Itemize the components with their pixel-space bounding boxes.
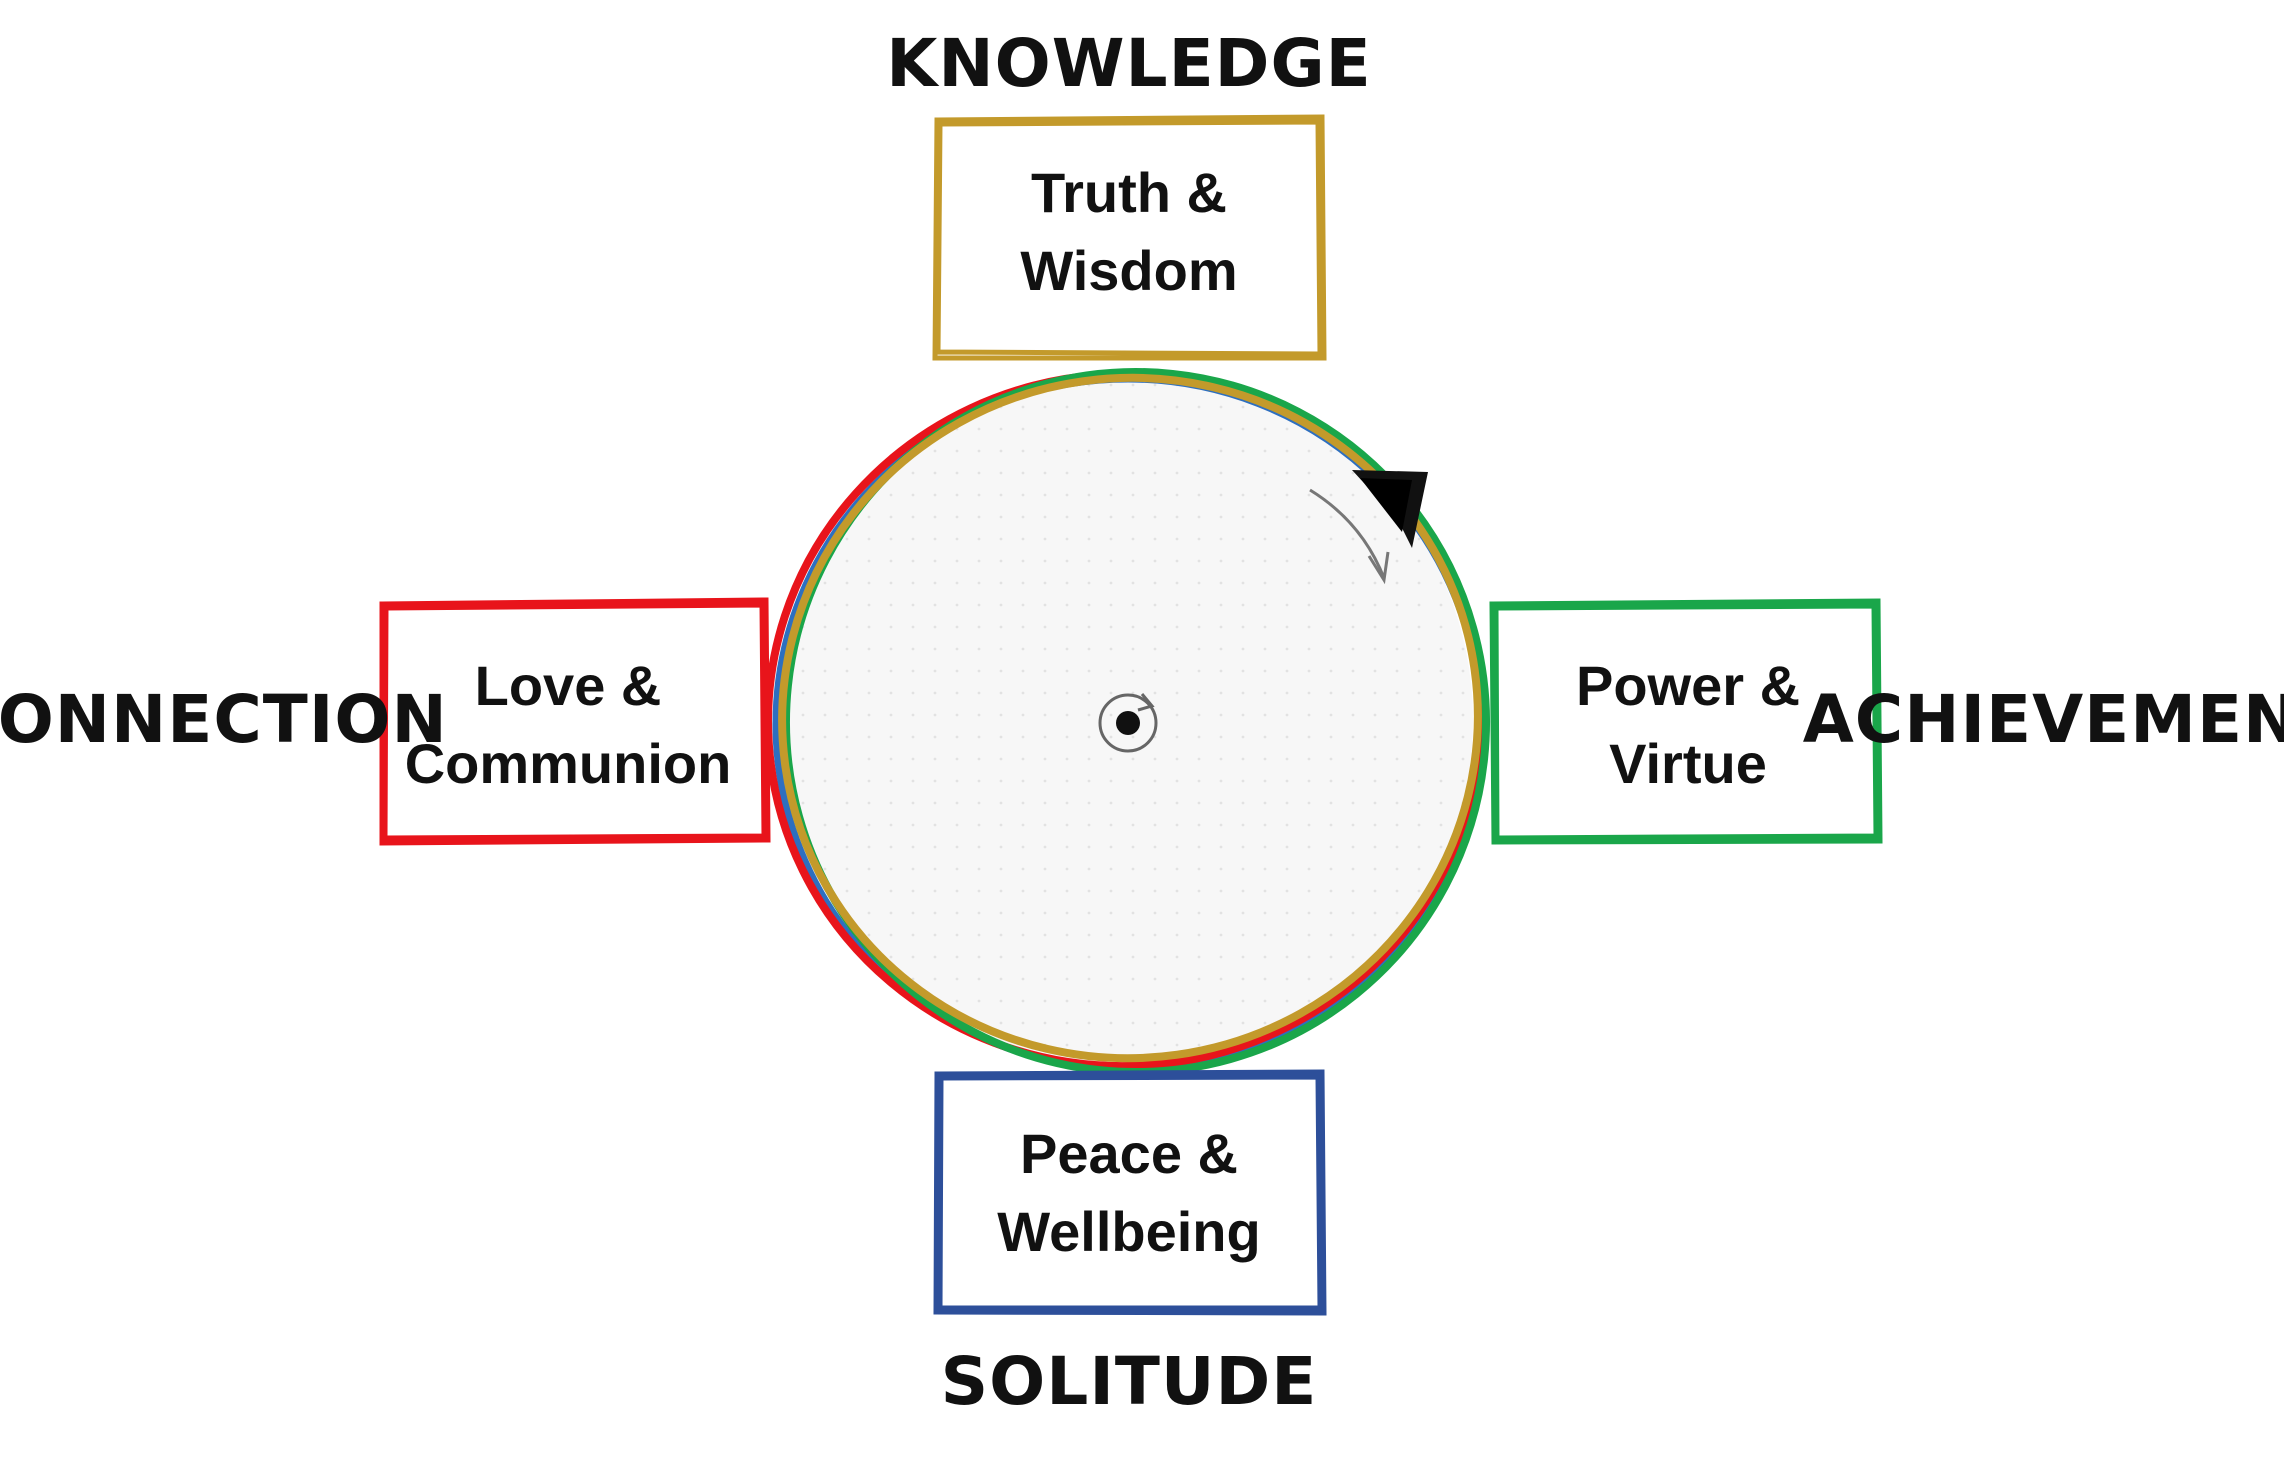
box-right-line2: Virtue (1609, 732, 1767, 795)
rotate-center-icon (1098, 693, 1158, 753)
box-top-frame (932, 114, 1327, 361)
box-right: Power & Virtue (1489, 598, 1883, 845)
label-connection: CONNECTION (0, 681, 448, 758)
box-right-frame (1489, 598, 1883, 845)
label-knowledge: KNOWLEDGE (886, 25, 1371, 102)
box-right-line1: Power & (1576, 654, 1800, 717)
curved-arrow-icon (1309, 488, 1390, 585)
box-top-line2: Wisdom (1020, 239, 1237, 302)
box-top: Truth & Wisdom (932, 114, 1327, 361)
box-bottom: Peace & Wellbeing (933, 1069, 1327, 1316)
black-arrowhead-icon (1352, 470, 1428, 548)
box-left-line1: Love & (475, 654, 662, 717)
box-top-line1: Truth & (1031, 161, 1227, 224)
box-left-frame (379, 597, 771, 846)
label-achievement: ACHIEVEMENT (1803, 681, 2284, 758)
box-bottom-frame (933, 1069, 1327, 1316)
box-left-line2: Communion (405, 732, 732, 795)
label-solitude: SOLITUDE (941, 1343, 1318, 1420)
box-bottom-line1: Peace & (1020, 1122, 1238, 1185)
box-bottom-line2: Wellbeing (997, 1200, 1260, 1263)
circle-ring-gold (778, 373, 1482, 1063)
box-left: Love & Communion (379, 597, 771, 846)
